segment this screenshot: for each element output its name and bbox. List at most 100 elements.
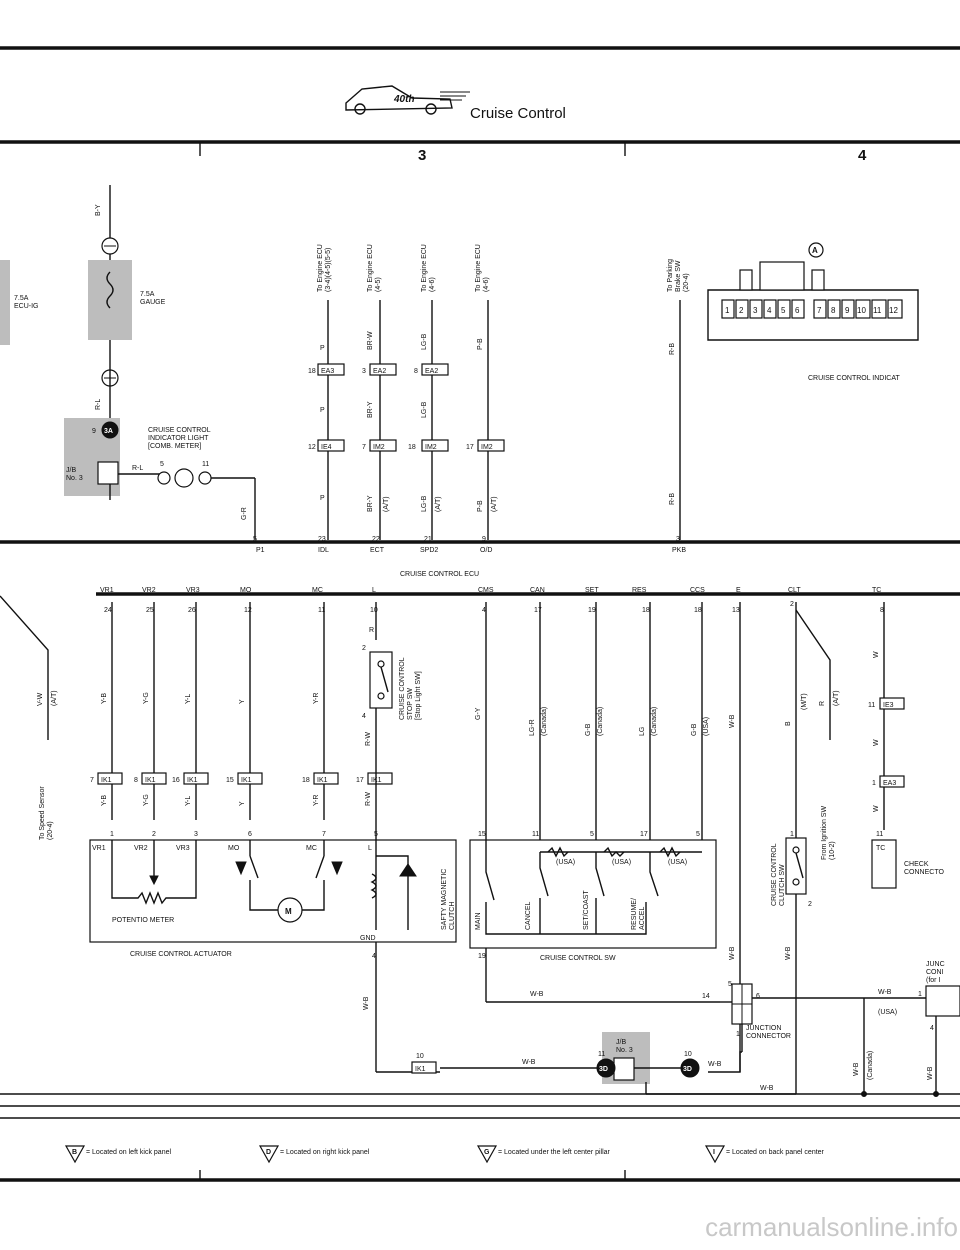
svg-text:IK1: IK1: [145, 777, 156, 784]
svg-text:SPD2: SPD2: [420, 547, 438, 554]
cruise-control-ecu-label: CRUISE CONTROL ECU: [400, 571, 479, 578]
legend-item-g: G = Located under the left center pillar: [476, 1145, 611, 1164]
svg-text:To ParkingBrake SW(20-4): To ParkingBrake SW(20-4): [667, 259, 690, 292]
svg-text:To Speed Sensor(20-4): To Speed Sensor(20-4): [39, 786, 54, 840]
svg-text:11: 11: [598, 1051, 605, 1058]
svg-text:IM2: IM2: [481, 444, 493, 451]
svg-text:18: 18: [308, 368, 316, 375]
svg-text:Y-G: Y-G: [143, 692, 150, 704]
svg-text:L: L: [368, 845, 372, 852]
svg-text:BR-Y: BR-Y: [367, 401, 374, 418]
svg-text:3D: 3D: [599, 1066, 608, 1073]
svg-text:2: 2: [152, 831, 156, 838]
svg-text:(A/T): (A/T): [833, 690, 840, 706]
svg-text:O/D: O/D: [480, 547, 492, 554]
svg-text:W: W: [873, 651, 880, 658]
svg-text:5: 5: [160, 461, 164, 468]
logo-text: 40th: [393, 94, 415, 105]
svg-text:To Engine ECU(3-4)(4-5)(5-5): To Engine ECU(3-4)(4-5)(5-5): [317, 244, 332, 292]
svg-text:26: 26: [188, 607, 196, 614]
svg-text:18: 18: [408, 444, 416, 451]
svg-text:10: 10: [684, 1051, 692, 1058]
svg-text:W-B: W-B: [363, 996, 370, 1010]
svg-text:2: 2: [808, 901, 812, 908]
svg-text:6: 6: [756, 993, 760, 1000]
svg-text:VR2: VR2: [134, 845, 148, 852]
svg-text:(USA): (USA): [703, 717, 710, 736]
svg-text:IK1: IK1: [241, 777, 252, 784]
svg-text:EA2: EA2: [373, 368, 386, 375]
svg-text:5: 5: [590, 831, 594, 838]
svg-text:W-B: W-B: [729, 946, 736, 960]
svg-text:R-L: R-L: [132, 465, 143, 472]
svg-text:MO: MO: [240, 587, 252, 594]
svg-text:CRUISE CONTROLCLUTCH SW: CRUISE CONTROLCLUTCH SW: [771, 843, 786, 906]
svg-text:10: 10: [416, 1053, 424, 1060]
svg-text:R-L: R-L: [95, 399, 102, 410]
svg-text:21: 21: [424, 536, 432, 543]
svg-text:VR1: VR1: [92, 845, 106, 852]
svg-text:4: 4: [930, 1025, 934, 1032]
svg-text:22: 22: [372, 536, 380, 543]
svg-text:3: 3: [753, 306, 758, 315]
svg-text:3: 3: [362, 368, 366, 375]
svg-text:12: 12: [308, 444, 316, 451]
svg-text:(A/T): (A/T): [51, 690, 58, 706]
svg-text:Y-G: Y-G: [143, 794, 150, 806]
svg-text:SET/COAST: SET/COAST: [583, 890, 590, 930]
svg-text:18: 18: [694, 607, 702, 614]
svg-text:7: 7: [817, 306, 822, 315]
svg-text:Y: Y: [239, 801, 246, 806]
legend-item-b: B = Located on left kick panel: [64, 1145, 171, 1164]
svg-text:IK1: IK1: [187, 777, 198, 784]
svg-text:IM2: IM2: [425, 444, 437, 451]
svg-text:P-B: P-B: [477, 500, 484, 512]
svg-text:(USA): (USA): [668, 859, 687, 866]
svg-text:W-B: W-B: [878, 989, 892, 996]
svg-text:14: 14: [702, 993, 710, 1000]
svg-text:P: P: [320, 345, 325, 352]
svg-text:6: 6: [248, 831, 252, 838]
svg-text:= Located on left kick panel: = Located on left kick panel: [86, 1149, 171, 1156]
svg-text:IE4: IE4: [321, 444, 332, 451]
svg-text:11: 11: [532, 831, 539, 838]
svg-text:R-B: R-B: [669, 493, 676, 505]
svg-text:1: 1: [725, 306, 730, 315]
svg-text:10: 10: [370, 607, 378, 614]
svg-text:A: A: [812, 246, 818, 255]
svg-text:P: P: [320, 407, 325, 414]
svg-text:2: 2: [739, 306, 744, 315]
svg-text:5: 5: [253, 536, 257, 543]
svg-text:Y-B: Y-B: [101, 795, 108, 806]
svg-text:(M/T): (M/T): [801, 693, 808, 710]
svg-text:W-B: W-B: [760, 1085, 774, 1092]
svg-text:B-Y: B-Y: [95, 204, 102, 216]
svg-text:To Engine ECU(4-6): To Engine ECU(4-6): [475, 244, 490, 292]
speed-sensor-wiring: V-W (A/T) To Speed Sensor(20-4): [0, 595, 58, 840]
svg-text:17: 17: [640, 831, 648, 838]
svg-text:18: 18: [642, 607, 650, 614]
svg-text:8: 8: [831, 306, 836, 315]
svg-text:G-B: G-B: [585, 723, 592, 736]
svg-text:25: 25: [146, 607, 154, 614]
svg-text:(A/T): (A/T): [435, 496, 442, 512]
svg-text:RESUME/ACCEL: RESUME/ACCEL: [631, 898, 646, 930]
svg-text:D: D: [266, 1149, 271, 1156]
svg-text:12: 12: [244, 607, 252, 614]
svg-text:To Engine ECU(4-5): To Engine ECU(4-5): [367, 244, 382, 292]
svg-text:= Located under the left cente: = Located under the left center pillar: [498, 1149, 611, 1156]
svg-text:B: B: [72, 1149, 77, 1156]
svg-text:To Engine ECU(4-6): To Engine ECU(4-6): [421, 244, 436, 292]
svg-text:5: 5: [374, 831, 378, 838]
svg-text:17: 17: [534, 607, 542, 614]
svg-text:I: I: [713, 1149, 715, 1156]
svg-text:11: 11: [876, 831, 883, 838]
stop-sw-label: CRUISE CONTROLSTOP SW[Stop Light SW]: [399, 657, 422, 720]
svg-text:7: 7: [322, 831, 326, 838]
svg-text:CANCEL: CANCEL: [525, 901, 532, 930]
